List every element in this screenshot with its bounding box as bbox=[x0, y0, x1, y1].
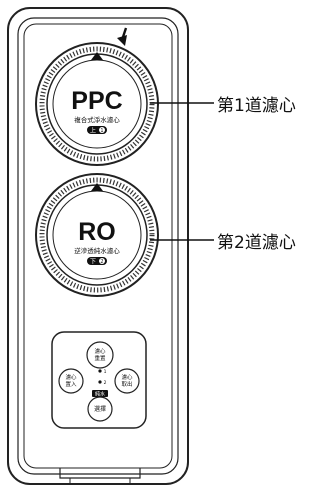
filter-reset-button-line2: 重置 bbox=[94, 354, 106, 362]
filter-ppc-badge: 上 1 bbox=[87, 126, 107, 135]
indicator-2-label: 2 bbox=[104, 380, 107, 386]
indicator-1: 1 bbox=[98, 369, 107, 375]
filter-ro-badge-left: 下 bbox=[90, 259, 96, 266]
filter-ppc-name: PPC bbox=[71, 87, 122, 115]
filter-ro-name: RO bbox=[78, 218, 116, 246]
filter-ppc-subtitle: 複合式淨水濾心 bbox=[74, 115, 120, 124]
filter-ro-badge-right: 2 bbox=[100, 259, 103, 265]
pure-water-label-text: 純水 bbox=[95, 391, 105, 398]
filter-reset-button[interactable]: 濾心 重置 bbox=[86, 341, 114, 369]
indicator-1-label: 1 bbox=[104, 369, 107, 375]
indicator-2: 2 bbox=[98, 380, 107, 386]
filter-remove-button[interactable]: 濾心 取出 bbox=[114, 368, 140, 394]
filter-ppc-badge-right: 1 bbox=[100, 128, 103, 134]
control-panel: 濾心 重置 濾心 置入 濾心 取出 1 2 純水 選擇 bbox=[51, 331, 147, 429]
filter-ro-badge: 下 2 bbox=[87, 257, 107, 266]
filter-remove-button-line1: 濾心 bbox=[121, 373, 133, 381]
filter-ppc[interactable]: PPC 複合式淨水濾心 上 1 bbox=[35, 42, 159, 166]
arrow-down-icon bbox=[117, 27, 128, 46]
arrow-up-icon bbox=[91, 52, 103, 60]
filter-insert-button-line2: 置入 bbox=[65, 381, 77, 388]
filter-insert-button-line1: 濾心 bbox=[65, 373, 77, 381]
callout-filter-2: 第2道濾心 bbox=[217, 233, 296, 253]
filter-ppc-badge-left: 上 bbox=[90, 127, 96, 135]
filter-insert-button[interactable]: 濾心 置入 bbox=[58, 368, 84, 394]
filter-ro-subtitle: 逆滲透純水濾心 bbox=[74, 246, 120, 255]
filter-remove-button-line2: 取出 bbox=[121, 380, 132, 388]
filter-reset-button-line1: 濾心 bbox=[94, 347, 106, 355]
filter-ro[interactable]: RO 逆滲透純水濾心 下 2 bbox=[35, 173, 159, 297]
pure-water-label: 純水 bbox=[92, 390, 108, 398]
callout-filter-1: 第1道濾心 bbox=[217, 96, 296, 116]
select-button[interactable]: 選擇 bbox=[87, 396, 113, 422]
select-button-label: 選擇 bbox=[94, 405, 106, 413]
arrow-up-icon bbox=[91, 183, 103, 191]
